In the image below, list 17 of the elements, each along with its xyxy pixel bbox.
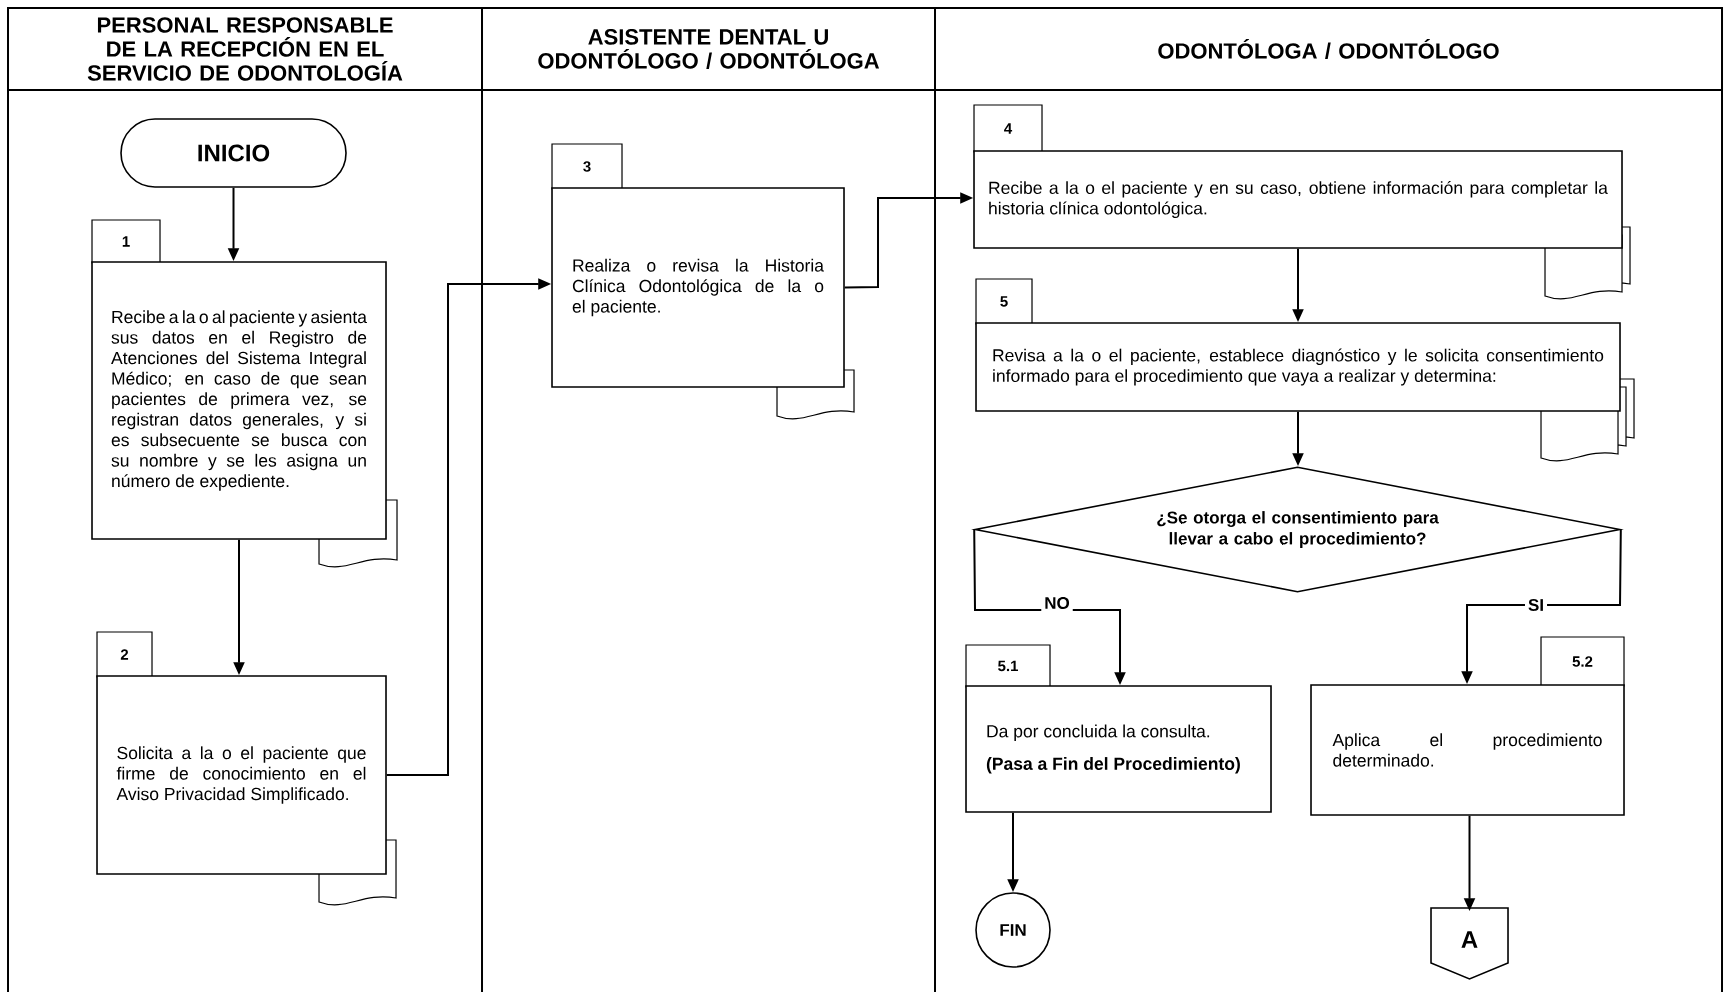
step-number-tab: 1 — [91, 219, 161, 264]
edge-label: SI — [1525, 596, 1548, 614]
process-box: Realiza o revisa la Historia Clínica Odontológica de la o el paciente. — [551, 187, 855, 420]
edge-label: NO — [1041, 594, 1073, 612]
step-number-tab: 2 — [96, 631, 153, 678]
process-box: Solicita a la o el paciente que firme de conocimiento en el Aviso Privacidad Simplificado. — [96, 675, 397, 906]
process-box: Revisa a la o el paciente, establece diagnóstico y le solicita consentimiento informado para el procedimiento que vaya a realizar y determina: — [975, 322, 1635, 462]
step-number-tab: 3 — [551, 143, 623, 190]
process-box: Recibe a la o al paciente y asienta sus datos en el Registro de Atenciones del Sistema Integral Médico; en caso de que sean pacientes de primera vez, se registran datos generales, y si es subsecuente se busca con su nombre y se les asigna un número de expediente. — [91, 261, 398, 568]
column-header: PERSONAL RESPONSABLE DE LA RECEPCIÓN EN EL SERVICIO DE ODONTOLOGÍA — [7, 7, 483, 91]
column-header: ODONTÓLOGA / ODONTÓLOGO — [934, 7, 1723, 91]
column-header: ASISTENTE DENTAL U ODONTÓLOGO / ODONTÓLOGA — [481, 7, 936, 91]
start-terminator: INICIO — [120, 118, 347, 188]
off-page-connector: A — [1430, 907, 1509, 980]
step-number-tab: 5.1 — [965, 644, 1051, 688]
step-number-tab: 5.2 — [1540, 636, 1625, 687]
step-number-tab: 4 — [973, 104, 1043, 153]
